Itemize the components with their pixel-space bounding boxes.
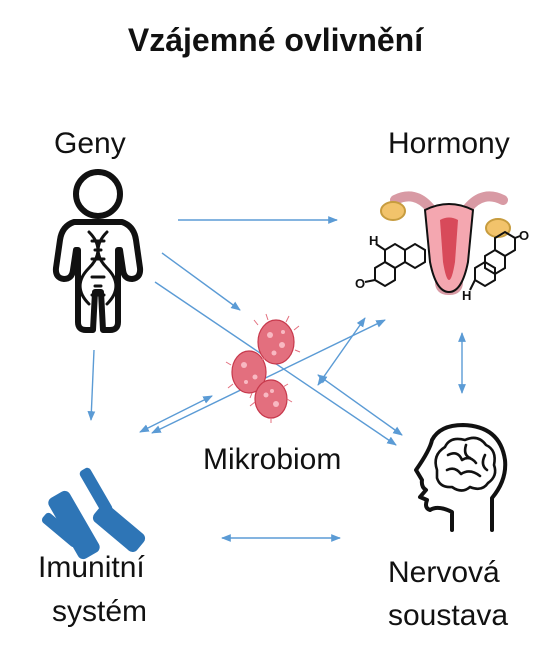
microbiome-label: Mikrobiom — [203, 443, 342, 476]
antibody-icon — [41, 467, 146, 560]
arrow-microbiome-nervous — [317, 374, 403, 436]
head-brain-icon — [414, 423, 508, 532]
svg-text:H: H — [369, 233, 378, 248]
genes-label: Geny — [54, 127, 126, 160]
hormones-label: Hormony — [388, 127, 510, 160]
nervous-label-line1: Nervová — [388, 556, 500, 589]
arrow-immune-microbiome — [139, 395, 213, 433]
svg-text:H: H — [462, 288, 471, 303]
human-dna-icon — [52, 169, 144, 333]
uterus-hormone-icon: H O O H — [355, 191, 529, 303]
immune-label-line1: Imunitní — [38, 551, 145, 584]
svg-text:O: O — [355, 276, 365, 291]
svg-text:O: O — [519, 228, 529, 243]
arrow-genes-to-microbiome — [161, 252, 241, 311]
immune-label-line2: systém — [52, 595, 148, 628]
arrow-microbiome-hormones — [317, 317, 366, 386]
nervous-label-line2: soustava — [388, 599, 509, 632]
arrows-group — [87, 216, 466, 542]
page-title: Vzájemné ovlivnění — [127, 22, 424, 58]
bacteria-cluster-icon — [225, 313, 301, 423]
arrow-genes-to-immune — [87, 349, 96, 421]
